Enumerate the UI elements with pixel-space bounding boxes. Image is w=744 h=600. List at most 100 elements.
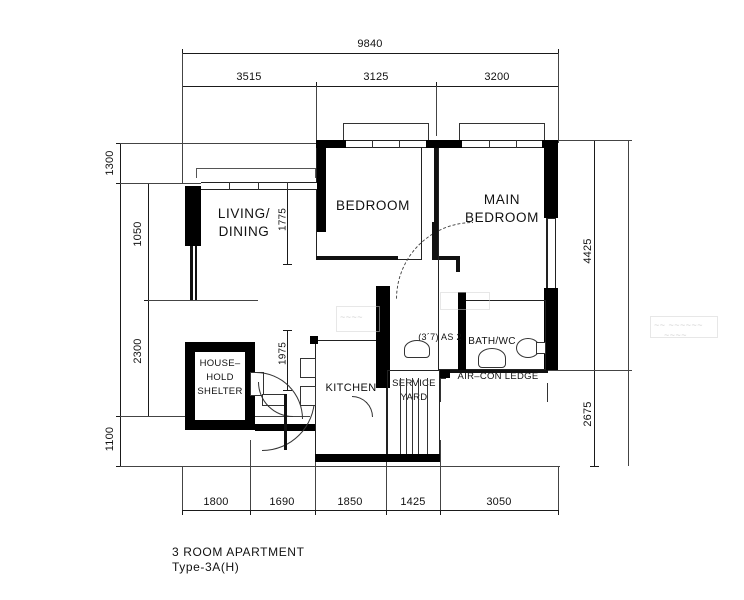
dim-ext [148, 300, 258, 301]
wall-living-left [185, 186, 201, 246]
dim-tick [440, 506, 441, 515]
main-bedroom-window [462, 140, 542, 148]
wall-foyer-right [284, 394, 287, 450]
dim-ext [316, 86, 317, 186]
wall-service-yard-bottom [387, 454, 440, 462]
dim-tick [182, 506, 183, 515]
dim-ext [120, 466, 560, 467]
room-label-living-dining: LIVING/ [217, 206, 271, 221]
dim-ext [548, 370, 632, 371]
ghost-artifact-box-2 [440, 292, 490, 310]
living-balcony-ledge [196, 168, 316, 178]
wall-top [316, 140, 346, 148]
dim-right-2675: 2675 [582, 401, 594, 427]
kitchen-counter [300, 358, 316, 378]
bedroom-window-ledge [343, 123, 429, 140]
room-label-service-yard-1: SERVICE [392, 378, 436, 389]
wall-living-left-lower [190, 246, 193, 300]
dim-left-1300: 1300 [104, 150, 116, 176]
window-mullion [516, 140, 517, 148]
window-mullion [258, 182, 259, 190]
dim-ext [440, 440, 441, 510]
dim-tick [250, 506, 251, 515]
dim-internal-1975: 1975 [277, 341, 289, 366]
dim-bottom-1800: 1800 [203, 496, 229, 508]
dim-internal-1775-line [287, 186, 288, 264]
dim-left-1100: 1100 [104, 426, 116, 452]
dim-ext [628, 140, 629, 466]
wall-main-bedroom-right-upper [544, 140, 558, 218]
room-label-main-bedroom-2: BEDROOM [465, 210, 539, 225]
dim-tick [590, 466, 599, 467]
service-yard-louvre [400, 378, 428, 454]
room-label-living-dining-2: DINING [218, 224, 270, 239]
dim-tick [558, 506, 559, 515]
dim-internal-1975-line [287, 330, 288, 390]
dim-ext [182, 466, 183, 510]
wall-bedroom-left [316, 140, 326, 232]
dim-bottom-1850: 1850 [337, 496, 363, 508]
room-label-shelter-2: HOLD [206, 372, 234, 383]
window-mullion [372, 140, 373, 148]
room-label-shelter-3: SHELTER [197, 386, 243, 397]
room-label-service-yard-2: YARD [400, 392, 428, 403]
dim-bottom-1425: 1425 [400, 496, 426, 508]
dim-right-4425: 4425 [582, 238, 594, 264]
wall-top [426, 140, 462, 148]
dim-tick [283, 330, 292, 331]
drawing-title: 3 ROOM APARTMENT [172, 545, 305, 559]
wall-bath-left [458, 292, 466, 370]
dim-bottom-1690: 1690 [269, 496, 295, 508]
wall-nib [310, 336, 318, 344]
wall-bedroom-bottom [316, 256, 398, 260]
window-mullion [489, 140, 490, 148]
dim-top-chain-line [182, 86, 558, 87]
dim-left-outer-line [120, 143, 121, 466]
dim-left-inner-line [148, 183, 149, 416]
dim-ext [558, 466, 559, 510]
dim-tick [386, 506, 387, 515]
main-bedroom-window-ledge [459, 123, 545, 140]
dim-ext [558, 53, 559, 143]
wall-bedroom-jog [434, 256, 460, 260]
wall-nib [376, 286, 390, 294]
dim-top-3200: 3200 [484, 71, 510, 83]
dim-ext [436, 86, 437, 136]
wall-between-bedrooms [434, 148, 438, 260]
window-mullion [287, 182, 288, 190]
dim-ext [558, 140, 632, 141]
window-mullion [399, 140, 400, 148]
wall-main-bedroom-right-lower [544, 288, 558, 370]
dim-bottom-line [182, 510, 558, 511]
dim-left-1050: 1050 [132, 221, 144, 247]
ghost-watermark-box [650, 316, 718, 338]
wall-kitchen-bottom [315, 454, 387, 462]
household-shelter-interior [195, 352, 245, 420]
room-label-bedroom: BEDROOM [336, 198, 410, 213]
wall-bedroom-jog-v [456, 256, 460, 272]
dim-ext [250, 440, 251, 510]
room-label-kitchen: KITCHEN [325, 382, 377, 394]
window-mullion [229, 182, 230, 190]
dim-tick [283, 264, 292, 265]
ghost-artifact-box [336, 306, 380, 332]
basin-tap [536, 342, 546, 354]
wall-air-con-ledge-top [440, 370, 548, 373]
bath-note-annotation: (3´7) AS 2 [418, 332, 462, 342]
dim-left-2300: 2300 [132, 338, 144, 364]
bedroom-window [346, 140, 426, 148]
dim-top-3515: 3515 [236, 71, 262, 83]
dim-ext [386, 460, 387, 510]
drawing-subtitle: Type-3A(H) [172, 560, 240, 574]
dim-tick [315, 506, 316, 515]
main-bedroom-window-opening [546, 218, 556, 290]
room-label-shelter-1: HOUSE– [199, 358, 241, 369]
room-label-air-con-ledge: AIR–CON LEDGE [446, 371, 550, 383]
room-label-bath-wc: BATH/WC [468, 336, 516, 347]
wall-nib [440, 370, 450, 378]
bedroom-door-leaf [432, 222, 434, 260]
dim-ext [120, 143, 360, 144]
wc-fixture-secondary [404, 340, 430, 358]
dim-top-overall-label: 9840 [357, 38, 383, 50]
kitchen-appliance [300, 386, 316, 406]
